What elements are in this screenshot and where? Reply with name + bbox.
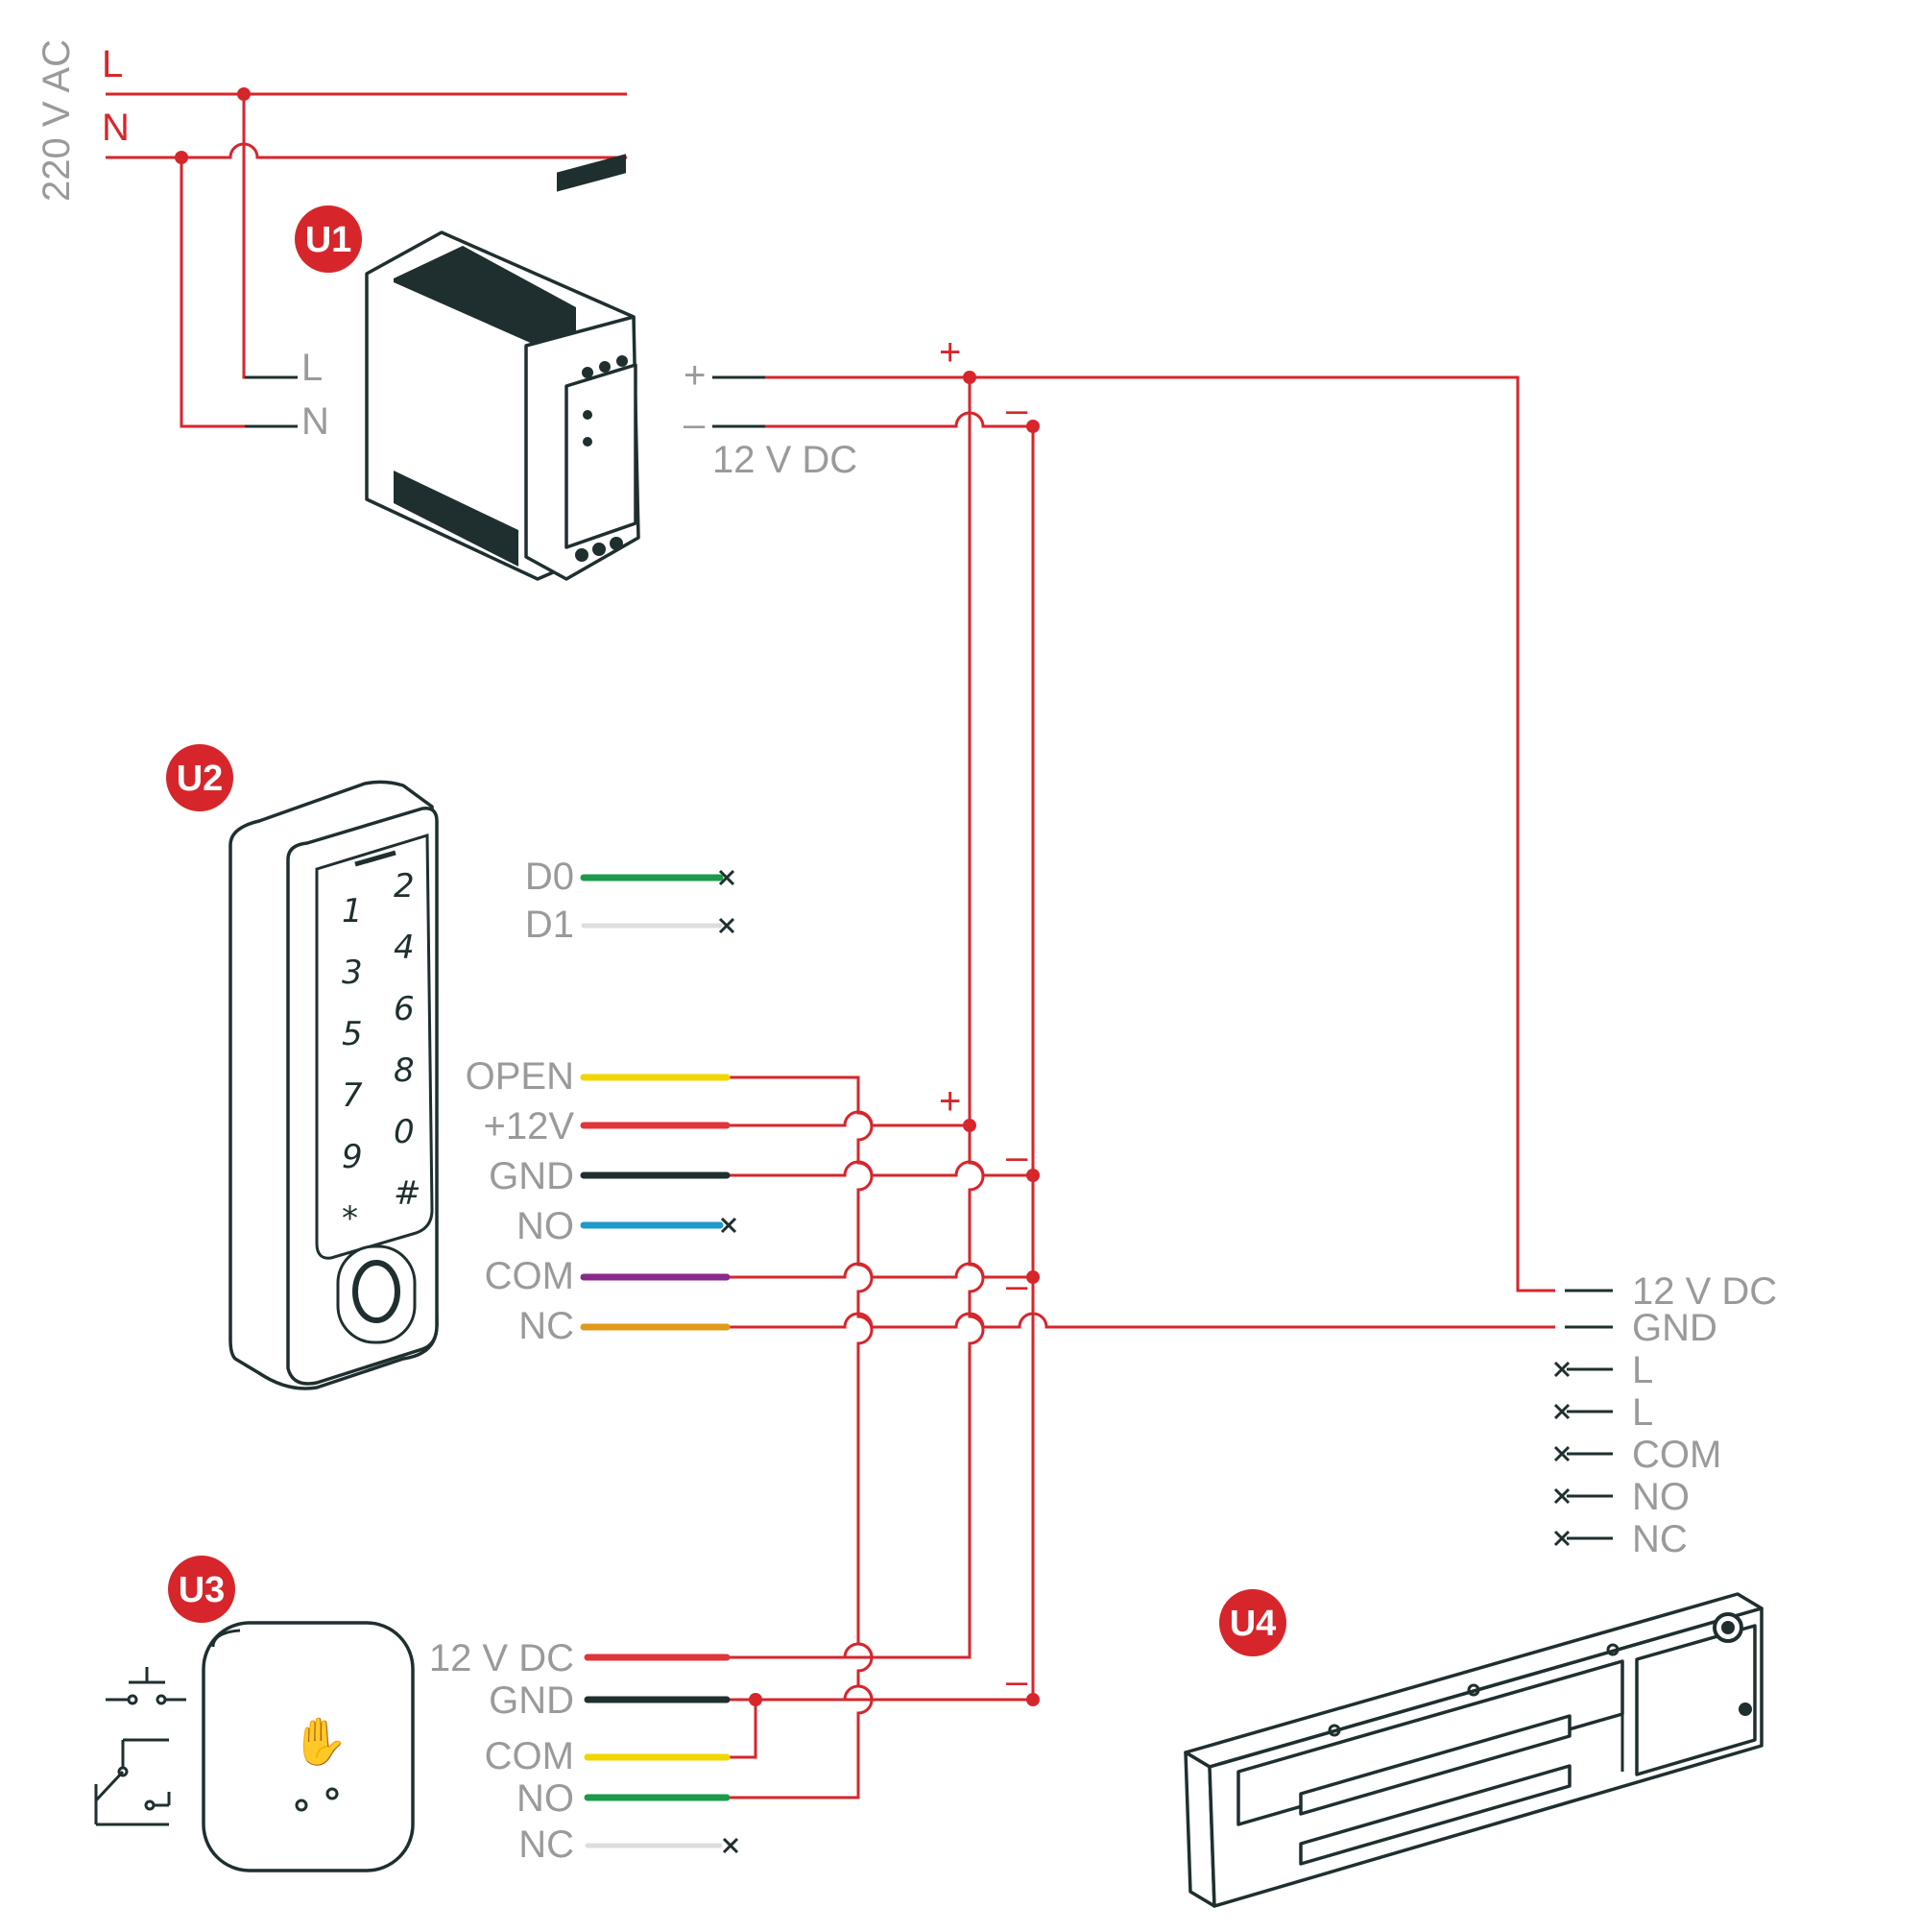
pin-gnd: GND	[489, 1155, 574, 1197]
mains-l-label: L	[102, 43, 123, 85]
lock-pin-l2: L	[1632, 1391, 1653, 1434]
key-2: 2	[394, 867, 415, 906]
lock-pin-12v: 12 V DC	[1632, 1270, 1777, 1313]
maglock-pins: 12 V DC GND L L COM NO NC	[1553, 1270, 1777, 1560]
exit-pin-no: NO	[516, 1777, 574, 1820]
psu-output-voltage-label: 12 V DC	[712, 439, 857, 481]
switch-symbol-icon	[94, 1667, 186, 1826]
minus-mark: –	[1006, 1265, 1028, 1307]
psu-l-wire	[242, 94, 274, 379]
lock-pin-nc: NC	[1632, 1518, 1688, 1560]
lock-pin-com: COM	[1632, 1434, 1721, 1476]
minus-mark: –	[1006, 1660, 1028, 1703]
bus-minus	[720, 411, 1035, 1702]
psu-heatsink-bottom	[394, 471, 518, 567]
exit-button-u3: U3 ✋	[94, 1556, 415, 1872]
exit-pin-com: COM	[485, 1735, 574, 1777]
exit-button-pins: 12 V DC GND COM NO NC	[429, 1637, 739, 1866]
badge-u2-text: U2	[177, 759, 224, 799]
badge-u2	[166, 744, 233, 811]
badge-u4-text: U4	[1230, 1604, 1277, 1644]
pin-no: NO	[516, 1205, 574, 1247]
psu-l-label: L	[301, 347, 323, 389]
mains-supply: 220 V AC L N L N	[36, 39, 627, 443]
nc-to-lock-gnd	[727, 1312, 1555, 1329]
badge-u3	[168, 1556, 235, 1623]
keypad-pins: D0 D1 OPEN +12V GND NO COM NC	[466, 856, 737, 1347]
key-3: 3	[342, 954, 363, 992]
keypad-reader-u2: U2 1 2 3 4 5 6 7 8 9 0 * #	[166, 744, 439, 1390]
hand-icon: ✋	[291, 1715, 348, 1769]
pin-d0: D0	[525, 856, 574, 898]
bus-plus-to-lock	[765, 375, 1555, 1292]
bus-minus-label: –	[1006, 389, 1028, 431]
exit-pin-12v: 12 V DC	[429, 1637, 574, 1679]
key-0: 0	[394, 1113, 415, 1151]
unused-mark-icon	[718, 869, 737, 1234]
key-6: 6	[394, 990, 415, 1028]
psu-minus-label: –	[684, 403, 706, 446]
psu-front-panel	[564, 363, 637, 549]
key-5: 5	[342, 1015, 363, 1053]
psu-heatsink-top	[394, 246, 576, 363]
badge-u4	[1219, 1589, 1286, 1656]
mains-n-label: N	[102, 107, 130, 149]
key-4: 4	[394, 929, 415, 967]
badge-u3-text: U3	[179, 1570, 226, 1610]
key-8: 8	[394, 1051, 415, 1090]
magnetic-lock-u4: U4	[1184, 1589, 1764, 1908]
exit-pin-nc: NC	[518, 1823, 574, 1866]
fingerprint-sensor-icon	[352, 1260, 400, 1323]
key-hash: #	[394, 1174, 421, 1213]
badge-u1	[295, 205, 362, 273]
lock-pin-gnd: GND	[1632, 1307, 1717, 1349]
lock-pin-l1: L	[1632, 1349, 1653, 1391]
badge-u1-text: U1	[305, 220, 352, 260]
psu-plus-label: +	[684, 354, 706, 397]
key-9: 9	[342, 1138, 363, 1176]
minus-mark: –	[1006, 1136, 1028, 1178]
pin-12v: +12V	[483, 1105, 574, 1147]
key-star: *	[342, 1199, 358, 1238]
maglock-terminal-cover	[1635, 1624, 1757, 1776]
psu-n-wire	[180, 157, 274, 428]
key-7: 7	[342, 1076, 363, 1115]
pin-d1: D1	[525, 904, 574, 946]
key-1: 1	[342, 892, 363, 930]
lock-pin-no: NO	[1632, 1476, 1690, 1518]
psu-outputs: + – 12 V DC + –	[684, 331, 1028, 481]
mains-voltage-label: 220 V AC	[36, 39, 78, 202]
power-bus: + – – –	[720, 371, 1555, 1799]
pin-open: OPEN	[466, 1055, 574, 1098]
pin-nc: NC	[518, 1305, 574, 1347]
keypad-touch-area	[315, 833, 434, 1260]
exit-button-body	[202, 1621, 415, 1872]
power-supply-u1: U1	[295, 154, 640, 581]
unused-mark-icon	[1553, 1361, 1613, 1547]
exit-pin-gnd: GND	[489, 1679, 574, 1722]
plus-mark: +	[939, 1080, 961, 1123]
psu-n-label: N	[301, 400, 329, 443]
pin-com: COM	[485, 1255, 574, 1297]
unused-mark-icon	[722, 1837, 739, 1854]
bus-plus-label: +	[939, 331, 961, 374]
